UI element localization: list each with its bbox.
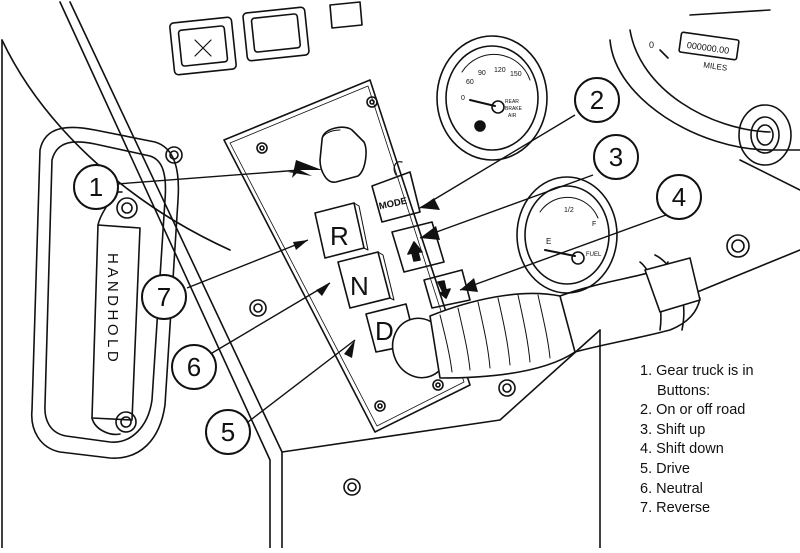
callout-7-number: 7 [157,282,171,312]
fuel-full: F [592,221,596,228]
brake-tick-90: 90 [478,70,486,77]
right-bolt [726,234,750,258]
drive-button-label: D [375,316,394,346]
top-switch-right [242,6,310,62]
odometer-unit: MILES [703,60,728,72]
legend-item-7: 7. Reverse [640,500,711,517]
fuel-gauge [516,176,618,294]
fuel-half: 1/2 [564,207,574,214]
shift-selector-plate [223,79,471,433]
callout-6: 6 [171,344,217,390]
callout-7: 7 [141,274,187,320]
brake-label-air: AIR [508,113,517,119]
legend: 1. Gear truck is in Buttons: 2. On or of… [640,362,795,519]
speedometer-zero: 0 [649,40,654,50]
mode-button-label: MODE [378,196,408,213]
shift-lever-knob [391,292,576,379]
callout-6-number: 6 [187,352,201,382]
callout-5-number: 5 [221,417,235,447]
legend-buttons-heading: Buttons: [657,382,711,399]
leader-lines [116,114,667,423]
leader-arrowheads [288,160,478,358]
shift-lever-stalk [559,254,701,353]
callout-2: 2 [574,77,620,123]
brake-tick-60: 60 [466,79,474,86]
reverse-button-label: R [330,221,349,251]
legend-item-6: 6. Neutral [640,480,703,497]
brake-tick-120: 120 [494,67,506,74]
handhold [31,126,180,459]
panel-bolts [165,146,516,496]
handhold-label: HANDHOLD [104,253,121,365]
callout-4-number: 4 [672,182,686,212]
top-switch-left [169,16,237,76]
callout-2-number: 2 [590,85,604,115]
neutral-button[interactable] [337,251,395,309]
brake-air-gauge [436,35,548,161]
brake-zero: 0 [461,95,465,102]
fuel-label: FUEL [586,252,602,258]
callout-1: 1 [73,164,119,210]
legend-item-5: 5. Drive [640,460,690,477]
legend-item-3: 3. Shift up [640,421,706,438]
right-knob [738,104,792,166]
gear-indicator [319,126,367,183]
shift-down-button[interactable] [423,269,471,309]
speedometer-gauge [609,9,800,151]
callouts: 1 2 3 4 5 6 7 [73,77,702,455]
fuel-empty: E [546,237,551,246]
legend-item-1: 1. Gear truck is in [640,363,754,379]
brake-tick-150: 150 [510,71,522,78]
callout-5: 5 [205,409,251,455]
handhold-bolt-top [116,197,138,219]
legend-item-4: 4. Shift down [640,441,724,458]
callout-3: 3 [593,134,639,180]
brake-label-brake: BRAKE [505,106,523,112]
handhold-bolt-bottom [115,411,137,433]
callout-3-number: 3 [609,142,623,172]
shift-up-button[interactable] [391,221,445,273]
neutral-button-label: N [350,271,369,301]
callout-1-number: 1 [89,172,103,202]
brake-label-rear: REAR [505,99,519,105]
callout-4: 4 [656,174,702,220]
mode-button[interactable] [371,161,421,223]
legend-item-2: 2. On or off road [640,402,746,419]
reverse-button[interactable] [314,202,369,259]
